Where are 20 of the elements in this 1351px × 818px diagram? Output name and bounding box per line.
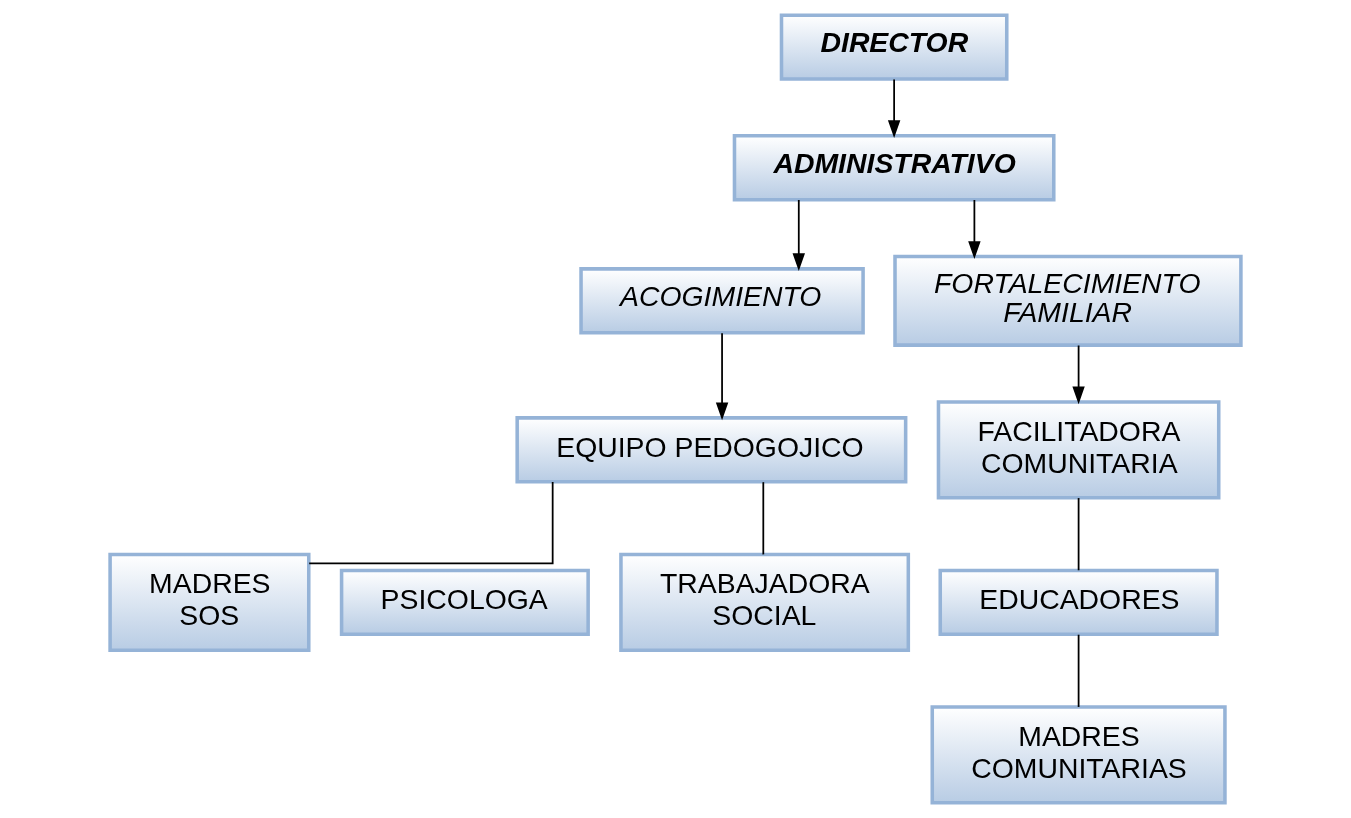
arrow	[887, 78, 901, 139]
node-box: PSICOLOGA	[339, 568, 590, 637]
node-box: MADRES COMUNITARIAS	[930, 705, 1227, 805]
node-box: MADRES SOS	[108, 552, 311, 652]
node-box: FACILITADORA COMUNITARIA	[936, 400, 1221, 500]
arrow	[1072, 344, 1085, 405]
node-box: EDUCADORES	[938, 568, 1219, 637]
connector	[762, 481, 765, 556]
node-box: ACOGIMIENTO	[579, 267, 865, 335]
node-box: FORTALECIMIENTO FAMILIAR	[893, 254, 1243, 347]
node-box: TRABAJADORA SOCIAL	[619, 552, 911, 652]
arrow	[715, 332, 729, 421]
node-box: ADMINISTRATIVO	[732, 134, 1056, 202]
node-box: DIRECTOR	[779, 13, 1009, 81]
arrow	[792, 199, 805, 272]
connector	[1077, 497, 1080, 572]
connector	[1077, 633, 1080, 708]
node-box: EQUIPO PEDOGOJICO	[515, 416, 908, 484]
arrow	[968, 199, 981, 259]
connector	[308, 481, 554, 565]
